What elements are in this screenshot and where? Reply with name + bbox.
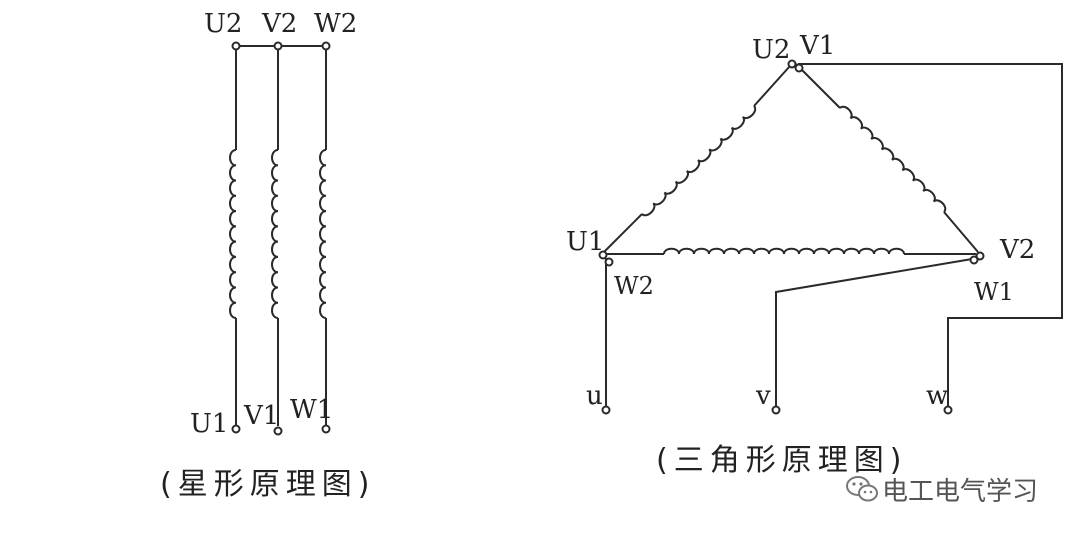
delta-winding-bottom xyxy=(606,247,976,255)
delta-terminal-w xyxy=(943,405,953,415)
delta-label-u1: U1 xyxy=(566,227,604,257)
star-terminal-v1 xyxy=(273,426,283,436)
delta-terminal-u2 xyxy=(787,59,797,69)
star-label-v2: V2 xyxy=(261,9,297,39)
star-label-u2: U2 xyxy=(204,9,242,39)
star-label-v1: V1 xyxy=(243,401,279,431)
star-terminal-w1 xyxy=(321,424,331,434)
delta-caption: (三角形原理图) xyxy=(656,443,907,478)
star-winding-w xyxy=(319,46,327,426)
delta-terminal-v2 xyxy=(975,251,985,261)
star-label-w2: W2 xyxy=(314,9,357,39)
star-terminal-u2 xyxy=(231,41,241,51)
delta-terminal-u1 xyxy=(598,250,608,260)
delta-winding-right xyxy=(795,63,979,253)
delta-label-v2: V2 xyxy=(999,235,1035,265)
delta-label-v1: V1 xyxy=(799,31,835,61)
star-label-w1: W1 xyxy=(290,395,333,425)
delta-terminal-v xyxy=(771,405,781,415)
delta-label-u: u xyxy=(586,381,603,411)
delta-terminal-u xyxy=(601,405,611,415)
delta-label-w2: W2 xyxy=(614,272,654,300)
star-terminal-w2 xyxy=(321,41,331,51)
star-caption: (星形原理图) xyxy=(160,467,375,502)
delta-terminal-w2 xyxy=(604,257,614,267)
star-diagram: U2 V2 W2 U1 V1 W1 (星形原理图) xyxy=(160,9,375,502)
delta-label-w1: W1 xyxy=(974,278,1014,306)
watermark: 电工电气学习 xyxy=(846,476,1038,507)
delta-terminal-w1 xyxy=(969,255,979,265)
delta-terminal-v1 xyxy=(794,63,804,73)
delta-label-v: v xyxy=(755,381,771,411)
star-terminal-v2 xyxy=(273,41,283,51)
delta-label-w: w xyxy=(926,381,948,411)
star-winding-v xyxy=(271,46,279,426)
star-label-u1: U1 xyxy=(190,409,228,439)
delta-line-w xyxy=(798,63,1063,406)
star-winding-u xyxy=(229,46,237,426)
delta-winding-left xyxy=(603,65,791,253)
delta-label-u2: U2 xyxy=(752,35,790,65)
watermark-text: 电工电气学习 xyxy=(882,477,1038,507)
star-terminal-u1 xyxy=(231,424,241,434)
delta-diagram: U2 V1 U1 W2 V2 W1 u v w (三角形原理图) xyxy=(566,31,1063,478)
delta-line-v xyxy=(775,257,979,406)
wechat-icon xyxy=(846,476,878,502)
